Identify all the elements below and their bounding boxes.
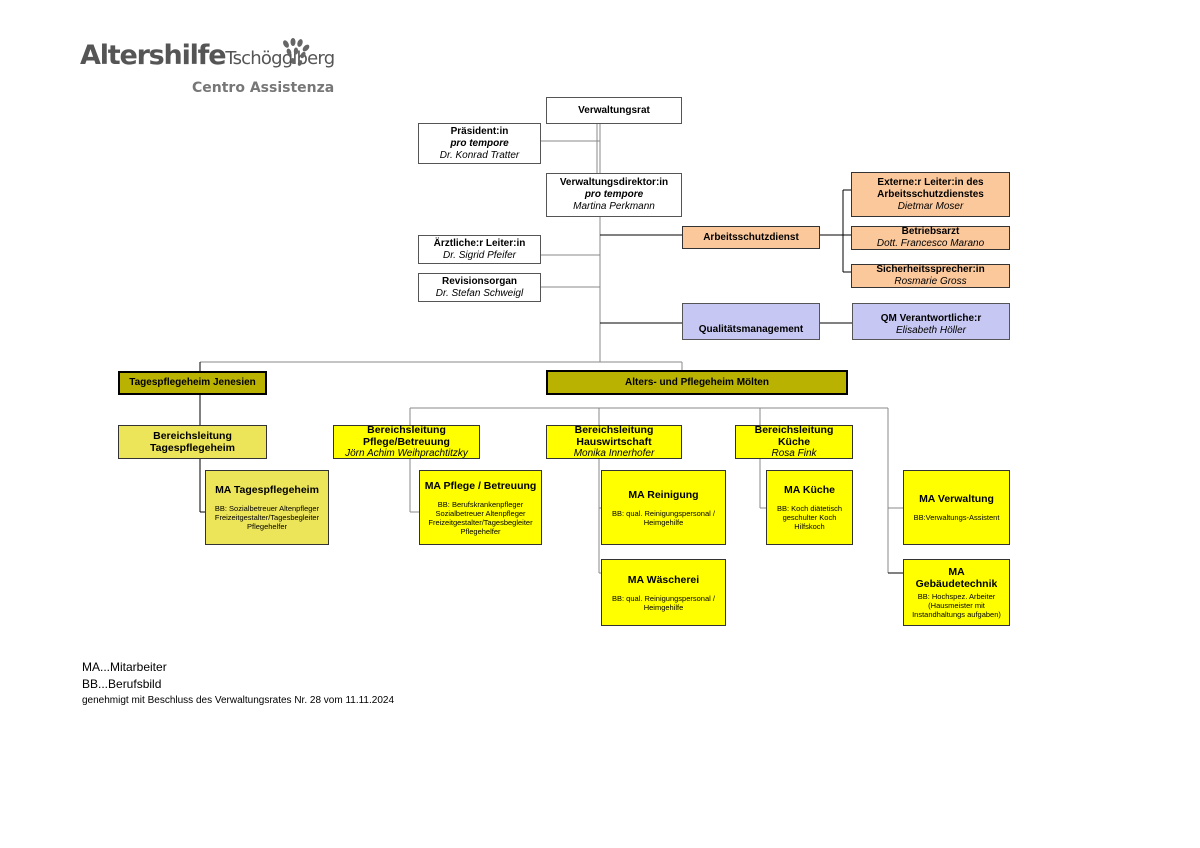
- bl-kueche-box: Bereichsleitung Küche Rosa Fink: [735, 424, 853, 459]
- ma-pflege-title: MA Pflege / Betreuung: [424, 479, 537, 492]
- bl-kueche-title: Bereichsleitung Küche: [754, 424, 834, 448]
- revisionsorgan-box: Revisionsorgan Dr. Stefan Schweigl: [418, 273, 541, 302]
- hands-logo-icon: [283, 38, 310, 66]
- ma-waescherei-title: MA Wäscherei: [627, 573, 700, 586]
- ma-reinigung-desc: BB: qual. Reinigungspersonal / Heimgehil…: [612, 508, 715, 527]
- bl-tagespflege-box: Bereichsleitung Tagespflegeheim: [118, 425, 267, 459]
- logo: AltershilfeTschögglberg Centro Assistenz…: [80, 38, 335, 96]
- praesident-note: pro tempore: [450, 137, 509, 149]
- bl-hauswirtschaft-box: Bereichsleitung Hauswirtschaft Monika In…: [546, 424, 682, 459]
- bl-pflege-title: Bereichsleitung Pflege/Betreuung: [363, 424, 450, 448]
- direktor-title: Verwaltungsdirektor:in: [559, 177, 669, 188]
- verwaltungsrat-title: Verwaltungsrat: [578, 104, 650, 116]
- bl-hauswirtschaft-person: Monika Innerhofer: [573, 448, 655, 459]
- direktor-person: Martina Perkmann: [573, 201, 655, 212]
- sicherheitssprecher-person: Rosmarie Gross: [894, 276, 967, 287]
- ma-kueche-box: MA Küche BB: Koch diätetisch geschulter …: [766, 470, 853, 545]
- externer-leiter-person: Dietmar Moser: [897, 200, 964, 212]
- qualitaetsmanagement-box: Qualitätsmanagement: [682, 303, 820, 340]
- logo-sub-text: Centro Assistenza: [192, 80, 335, 96]
- ma-tagespflege-box: MA Tagespflegeheim BB: Sozialbetreuer Al…: [205, 470, 329, 545]
- revisionsorgan-person: Dr. Stefan Schweigl: [435, 287, 524, 299]
- pflegeheim-title: Alters- und Pflegeheim Mölten: [625, 376, 769, 388]
- ma-pflege-desc: BB: Berufskrankenpfleger Sozialbetreuer …: [428, 499, 533, 536]
- qm-verantwortlicher-person: Elisabeth Höller: [895, 325, 967, 336]
- qualitaetsmanagement-title: Qualitätsmanagement: [698, 324, 804, 335]
- aerztlicher-leiter-box: Ärztliche:r Leiter:in Dr. Sigrid Pfeifer: [418, 235, 541, 264]
- ma-tagespflege-title: MA Tagespflegeheim: [215, 484, 319, 496]
- aerztlicher-leiter-person: Dr. Sigrid Pfeifer: [443, 249, 516, 261]
- tagespflegeheim-box: Tagespflegeheim Jenesien: [118, 371, 267, 395]
- ma-kueche-desc: BB: Koch diätetisch geschulter Koch Hilf…: [776, 504, 843, 531]
- revisionsorgan-title: Revisionsorgan: [441, 275, 518, 287]
- approval-note: genehmigt mit Beschluss des Verwaltungsr…: [82, 695, 395, 706]
- legend-bb: BB...Berufsbild: [82, 677, 162, 691]
- arbeitsschutzdienst-box: Arbeitsschutzdienst: [682, 226, 820, 249]
- praesident-title: Präsident:in: [450, 125, 509, 137]
- qm-verantwortlicher-title: QM Verantwortliche:r: [880, 313, 982, 324]
- pflegeheim-box: Alters- und Pflegeheim Mölten: [546, 370, 848, 395]
- direktor-note: pro tempore: [584, 189, 644, 200]
- direktor-box: Verwaltungsdirektor:in pro tempore Marti…: [546, 173, 682, 217]
- sicherheitssprecher-title: Sicherheitssprecher:in: [876, 264, 985, 275]
- bl-pflege-person: Jörn Achim Weihprachtitzky: [345, 448, 468, 459]
- praesident-box: Präsident:in pro tempore Dr. Konrad Trat…: [418, 123, 541, 164]
- praesident-person: Dr. Konrad Tratter: [439, 149, 520, 161]
- bl-tagespflege-title: Bereichsleitung Tagespflegeheim: [150, 430, 235, 454]
- ma-pflege-box: MA Pflege / Betreuung BB: Berufskrankenp…: [419, 470, 542, 545]
- ma-waescherei-desc: BB: qual. Reinigungspersonal / Heimgehil…: [612, 593, 715, 612]
- tagespflegeheim-title: Tagespflegeheim Jenesien: [129, 377, 256, 388]
- bl-hauswirtschaft-title: Bereichsleitung Hauswirtschaft: [574, 424, 654, 448]
- logo-place-text: Tschögglberg: [225, 48, 335, 69]
- ma-verwaltung-title: MA Verwaltung: [919, 493, 994, 505]
- ma-reinigung-title: MA Reinigung: [628, 488, 699, 501]
- ma-gebaeude-title: MA Gebäudetechnik: [915, 566, 998, 590]
- aerztlicher-leiter-title: Ärztliche:r Leiter:in: [433, 237, 526, 249]
- externer-leiter-box: Externe:r Leiter:in des Arbeitsschutzdie…: [851, 172, 1010, 217]
- verwaltungsrat-box: Verwaltungsrat: [546, 97, 682, 124]
- logo-main-text: Altershilfe: [80, 40, 227, 71]
- betriebsarzt-title: Betriebsarzt: [901, 226, 960, 237]
- ma-verwaltung-box: MA Verwaltung BB:Verwaltungs-Assistent: [903, 470, 1010, 545]
- betriebsarzt-person: Dott. Francesco Marano: [876, 238, 985, 249]
- ma-verwaltung-desc: BB:Verwaltungs-Assistent: [913, 513, 1000, 522]
- externer-leiter-title: Externe:r Leiter:in des Arbeitsschutzdie…: [877, 176, 984, 200]
- ma-kueche-title: MA Küche: [784, 484, 835, 496]
- ma-gebaeude-desc: BB: Hochspez. Arbeiter (Hausmeister mit …: [912, 592, 1001, 619]
- qm-verantwortlicher-box: QM Verantwortliche:r Elisabeth Höller: [852, 303, 1010, 340]
- ma-waescherei-box: MA Wäscherei BB: qual. Reinigungspersona…: [601, 559, 726, 626]
- betriebsarzt-box: Betriebsarzt Dott. Francesco Marano: [851, 226, 1010, 250]
- bl-pflege-box: Bereichsleitung Pflege/Betreuung Jörn Ac…: [333, 424, 480, 459]
- legend-ma: MA...Mitarbeiter: [82, 660, 167, 674]
- ma-tagespflege-desc: BB: Sozialbetreuer Altenpfleger Freizeit…: [214, 504, 320, 531]
- ma-gebaeude-box: MA Gebäudetechnik BB: Hochspez. Arbeiter…: [903, 559, 1010, 626]
- bl-kueche-person: Rosa Fink: [771, 448, 817, 459]
- arbeitsschutzdienst-title: Arbeitsschutzdienst: [703, 231, 799, 243]
- ma-reinigung-box: MA Reinigung BB: qual. Reinigungspersona…: [601, 470, 726, 545]
- sicherheitssprecher-box: Sicherheitssprecher:in Rosmarie Gross: [851, 264, 1010, 288]
